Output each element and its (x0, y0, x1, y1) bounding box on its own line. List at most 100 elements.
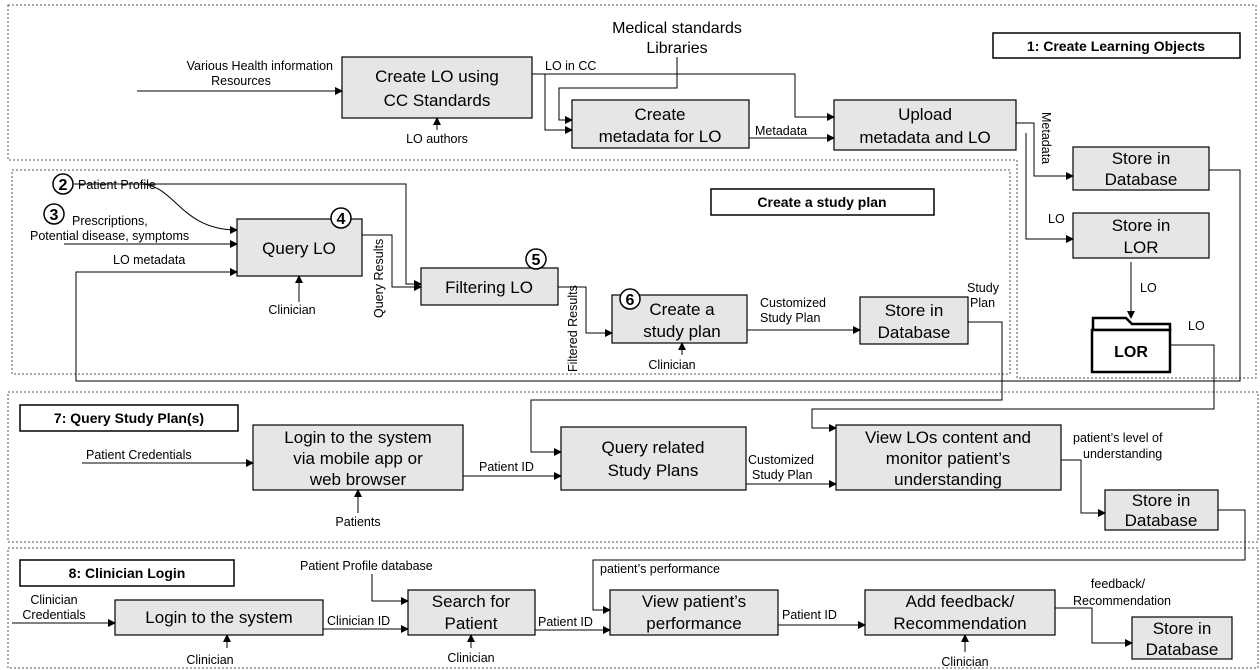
label-clinician-1: Clinician (268, 303, 315, 317)
svg-text:monitor patient’s: monitor patient’s (886, 449, 1010, 468)
label-patient-credentials: Patient Credentials (86, 448, 192, 462)
view-los-box: View LOs content and monitor patient’s u… (835, 424, 1062, 491)
label-lo-store: LO (1048, 212, 1065, 226)
arrow-standards (558, 57, 678, 124)
svg-text:Database: Database (1146, 640, 1219, 659)
svg-text:View patient’s: View patient’s (642, 592, 746, 611)
create-lo-box: Create LO using CC Standards (341, 56, 533, 119)
clinician-login-box: Login to the system (114, 599, 324, 636)
svg-text:LOR: LOR (1114, 344, 1148, 361)
label-feedback: feedback/ (1091, 577, 1146, 591)
step-5-marker: 5 (525, 248, 547, 270)
svg-text:Query LO: Query LO (262, 239, 336, 258)
svg-text:LOR: LOR (1124, 238, 1159, 257)
svg-text:3: 3 (50, 207, 59, 224)
svg-text:Create a study plan: Create a study plan (757, 194, 886, 210)
label-understanding: understanding (1083, 447, 1162, 461)
svg-text:Database: Database (1105, 170, 1178, 189)
arrow-profile-db (371, 574, 409, 605)
label-potential-disease: Potential disease, symptoms (30, 229, 189, 243)
label-clinician-2: Clinician (648, 358, 695, 372)
arrow-filtered-results (558, 286, 613, 337)
label-customized-1: Customized (760, 296, 826, 310)
step-6-marker: 6 (619, 288, 641, 310)
label-resources: Various Health information (187, 59, 333, 73)
svg-text:CC Standards: CC Standards (384, 91, 491, 110)
arrow-lor-view (811, 344, 1215, 432)
label-recommendation: Recommendation (1073, 594, 1171, 608)
svg-text:4: 4 (337, 211, 346, 228)
label-resources-2: Resources (211, 74, 271, 88)
label-patient-profile: Patient Profile (78, 178, 156, 192)
svg-text:View LOs content and: View LOs content and (865, 428, 1031, 447)
arrow-patient-profile (74, 183, 422, 288)
label-metadata-1: Metadata (755, 124, 807, 138)
section-1-title: 1: Create Learning Objects (992, 32, 1241, 59)
svg-text:Patient: Patient (445, 614, 498, 633)
section-study-plan-title: Create a study plan (710, 188, 935, 216)
label-study: Study (967, 281, 1000, 295)
label-clinician-id: Clinician ID (327, 614, 390, 628)
svg-text:1: Create Learning Objects: 1: Create Learning Objects (1027, 38, 1205, 54)
label-patients: Patients (335, 515, 380, 529)
arrow-upload-lor (1025, 133, 1074, 243)
section-7-border (7, 391, 1259, 543)
label-study-plan-1: Study Plan (760, 311, 821, 325)
arrow-feedback-db (1055, 607, 1133, 647)
query-study-plans-box: Query related Study Plans (560, 426, 747, 491)
svg-text:Create LO using: Create LO using (375, 67, 499, 86)
arrow-profile-query (139, 183, 238, 234)
step-2-marker: 2 (52, 173, 74, 195)
svg-text:Query related: Query related (602, 438, 705, 457)
label-study-plan-2: Study Plan (752, 468, 813, 482)
label-filtered-results: Filtered Results (566, 285, 580, 372)
label-clinician-credentials-1: Clinician (30, 593, 77, 607)
label-patient-id-3: Patient ID (782, 608, 837, 622)
svg-text:via mobile app or: via mobile app or (293, 449, 423, 468)
section-1-border (7, 4, 1257, 379)
section-8-border (7, 547, 1259, 669)
arrow-performance-loop (592, 509, 1246, 614)
section-8-title: 8: Clinician Login (19, 559, 235, 587)
svg-text:metadata for LO: metadata for LO (599, 127, 722, 146)
svg-text:web browser: web browser (309, 470, 407, 489)
svg-text:Database: Database (1125, 511, 1198, 530)
svg-text:performance: performance (646, 614, 741, 633)
svg-text:Store in: Store in (1153, 619, 1212, 638)
svg-text:Store in: Store in (1112, 149, 1171, 168)
label-lo-in-cc: LO in CC (545, 59, 596, 73)
svg-text:metadata and LO: metadata and LO (859, 128, 990, 147)
arrow-lo-in-cc-upload (532, 73, 835, 121)
svg-text:Database: Database (878, 323, 951, 342)
svg-text:Add feedback/: Add feedback/ (906, 592, 1015, 611)
svg-text:Search for: Search for (432, 592, 511, 611)
store-db-box-2: Store in Database (859, 296, 969, 345)
label-lo-authors: LO authors (406, 132, 468, 146)
label-profile-db: Patient Profile database (300, 559, 433, 573)
create-study-plan-box: Create a study plan (611, 294, 748, 344)
svg-text:Store in: Store in (1132, 491, 1191, 510)
label-medical-standards: Medical standards (612, 20, 742, 37)
lor-folder-icon: LOR (1090, 316, 1172, 374)
arrow-upload-db (1016, 122, 1074, 180)
svg-text:Create: Create (634, 105, 685, 124)
svg-text:Upload: Upload (898, 105, 952, 124)
label-lo-folder: LO (1188, 319, 1205, 333)
upload-box: Upload metadata and LO (833, 99, 1017, 151)
label-clinician-credentials-2: Credentials (22, 608, 85, 622)
svg-text:Login to the system: Login to the system (284, 428, 431, 447)
svg-text:Recommendation: Recommendation (893, 614, 1026, 633)
svg-text:Store in: Store in (1112, 216, 1171, 235)
label-lo-down: LO (1140, 281, 1157, 295)
svg-text:5: 5 (532, 252, 541, 269)
svg-text:7: Query Study Plan(s): 7: Query Study Plan(s) (54, 410, 204, 426)
svg-text:Study Plans: Study Plans (608, 461, 699, 480)
svg-text:Login to the system: Login to the system (145, 608, 292, 627)
label-clinician-5: Clinician (941, 655, 988, 669)
label-level: patient’s level of (1073, 431, 1163, 445)
arrow-level (1061, 459, 1106, 517)
label-customized-2: Customized (748, 453, 814, 467)
login-system-box: Login to the system via mobile app or we… (252, 424, 464, 491)
label-clinician-3: Clinician (186, 653, 233, 667)
